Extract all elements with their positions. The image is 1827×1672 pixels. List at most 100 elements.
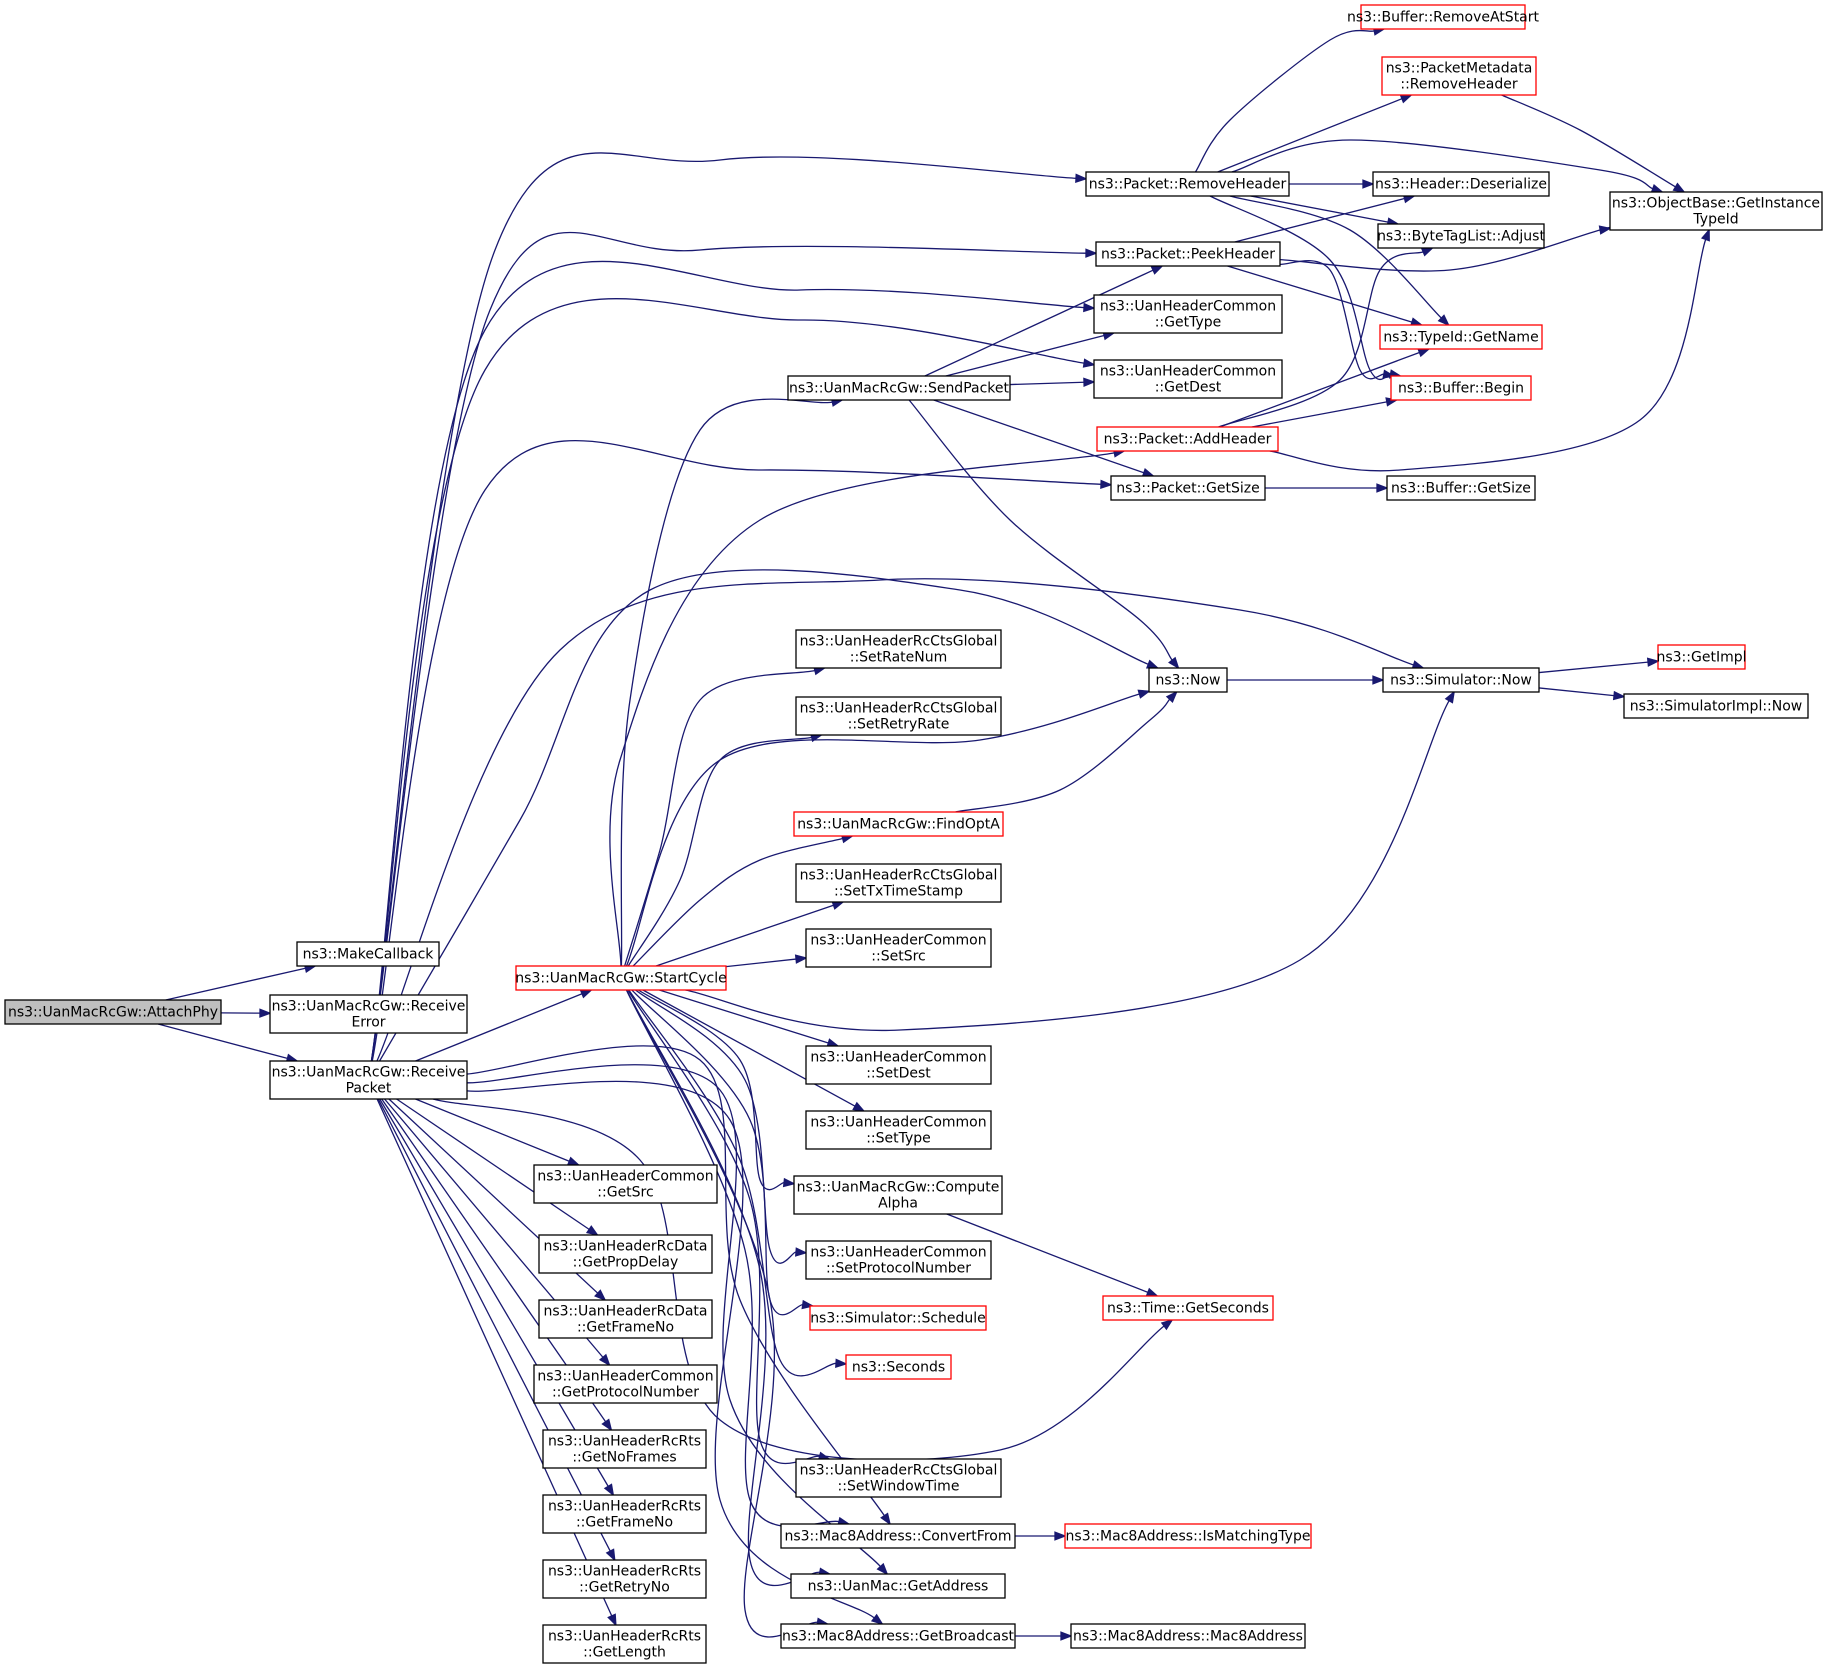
node-cts_settxtimestamp[interactable]: ns3::UanHeaderRcCtsGlobal::SetTxTimeStam… bbox=[795, 863, 1002, 903]
node-bytetaglist_adjust[interactable]: ns3::ByteTagList::Adjust bbox=[1377, 223, 1545, 249]
edge-packet_removeheader-to-buffer_removeatstart bbox=[1194, 26, 1386, 173]
node-box bbox=[1382, 667, 1540, 693]
edge-line bbox=[946, 1213, 1149, 1293]
edge-line bbox=[1009, 381, 1085, 386]
node-label-line: ns3::UanMacRcGw::Compute bbox=[797, 1180, 1000, 1196]
node-box bbox=[780, 1523, 1016, 1549]
node-typeid_getname[interactable]: ns3::TypeId::GetName bbox=[1379, 324, 1543, 350]
edge-receivepacket-to-hc_gettype bbox=[370, 260, 1096, 1062]
node-rts_getnoframes[interactable]: ns3::UanHeaderRcRts::GetNoFrames bbox=[542, 1429, 707, 1469]
node-box bbox=[515, 965, 727, 991]
edge-line bbox=[955, 698, 1171, 813]
node-packet_peekheader[interactable]: ns3::Packet::PeekHeader bbox=[1095, 241, 1281, 267]
node-label-line: ns3::UanHeaderRcCtsGlobal bbox=[800, 868, 998, 884]
edge-line bbox=[626, 989, 820, 1587]
edge-line bbox=[609, 452, 1115, 967]
arrowhead-icon bbox=[1160, 1318, 1174, 1331]
node-packet_removeheader[interactable]: ns3::Packet::RemoveHeader bbox=[1085, 171, 1290, 197]
node-rcdata_getframeno[interactable]: ns3::UanHeaderRcData::GetFrameNo bbox=[538, 1299, 713, 1339]
edge-line bbox=[627, 736, 812, 967]
node-hc_setsrc[interactable]: ns3::UanHeaderCommon::SetSrc bbox=[805, 928, 992, 968]
node-hc_getdest[interactable]: ns3::UanHeaderCommon::GetDest bbox=[1093, 359, 1283, 399]
node-label-line: ns3::UanHeaderRcRts bbox=[548, 1564, 701, 1580]
node-makecallback[interactable]: ns3::MakeCallback bbox=[296, 941, 440, 967]
edge-line bbox=[1209, 195, 1391, 381]
node-simulatorimpl_now[interactable]: ns3::SimulatorImpl::Now bbox=[1623, 693, 1809, 719]
edge-line bbox=[659, 989, 829, 1044]
node-rts_getlength[interactable]: ns3::UanHeaderRcRts::GetLength bbox=[542, 1624, 707, 1664]
node-label-line: ns3::UanHeaderCommon bbox=[1100, 299, 1276, 315]
node-layer: ns3::UanMacRcGw::AttachPhyns3::MakeCallb… bbox=[4, 4, 1823, 1664]
edge-now-to-simulator_now bbox=[1227, 675, 1385, 685]
node-uanmac_getaddress[interactable]: ns3::UanMac::GetAddress bbox=[790, 1573, 1006, 1599]
node-now[interactable]: ns3::Now bbox=[1148, 667, 1228, 693]
node-hc_settype[interactable]: ns3::UanHeaderCommon::SetType bbox=[805, 1110, 992, 1150]
node-buffer_removeatstart[interactable]: ns3::Buffer::RemoveAtStart bbox=[1347, 4, 1540, 30]
edge-startcycle-to-simulator_now bbox=[685, 690, 1456, 1032]
node-box bbox=[1379, 324, 1543, 350]
node-label-line: ::SetProtocolNumber bbox=[826, 1261, 971, 1277]
node-label-line: ns3::Now bbox=[1156, 673, 1221, 689]
node-label-line: ::SetTxTimeStamp bbox=[834, 884, 963, 900]
arrowhead-icon bbox=[880, 1512, 891, 1526]
node-label-line: ::GetRetryNo bbox=[579, 1580, 670, 1596]
node-box bbox=[1070, 1623, 1306, 1649]
edge-line bbox=[627, 989, 820, 1465]
node-box bbox=[1110, 475, 1266, 501]
node-hc_getsrc[interactable]: ns3::UanHeaderCommon::GetSrc bbox=[533, 1164, 718, 1204]
node-mac8_getbroadcast[interactable]: ns3::Mac8Address::GetBroadcast bbox=[780, 1623, 1016, 1649]
node-box bbox=[1623, 693, 1809, 719]
node-packet_addheader[interactable]: ns3::Packet::AddHeader bbox=[1096, 426, 1279, 452]
arrowhead-icon bbox=[1399, 94, 1413, 104]
node-cts_setwindowtime[interactable]: ns3::UanHeaderRcCtsGlobal::SetWindowTime bbox=[795, 1458, 1002, 1498]
arrowhead-icon bbox=[876, 1562, 889, 1576]
node-rts_getretryno[interactable]: ns3::UanHeaderRcRts::GetRetryNo bbox=[542, 1559, 707, 1599]
node-rts_getframeno[interactable]: ns3::UanHeaderRcRts::GetFrameNo bbox=[542, 1494, 707, 1534]
arrowhead-icon bbox=[1437, 314, 1450, 327]
node-mac8_mac8address[interactable]: ns3::Mac8Address::Mac8Address bbox=[1070, 1623, 1306, 1649]
node-hc_setdest[interactable]: ns3::UanHeaderCommon::SetDest bbox=[805, 1045, 992, 1085]
node-cts_setretryrate[interactable]: ns3::UanHeaderRcCtsGlobal::SetRetryRate bbox=[795, 696, 1002, 736]
node-getimpl[interactable]: ns3::GetImpl bbox=[1656, 644, 1747, 670]
node-sim_schedule[interactable]: ns3::Simulator::Schedule bbox=[809, 1305, 987, 1331]
edge-line bbox=[165, 967, 306, 1001]
node-header_deserialize[interactable]: ns3::Header::Deserialize bbox=[1372, 171, 1550, 197]
node-label-line: ns3::Buffer::GetSize bbox=[1391, 481, 1531, 497]
node-time_getseconds[interactable]: ns3::Time::GetSeconds bbox=[1102, 1295, 1274, 1321]
node-box bbox=[1609, 191, 1823, 231]
node-buffer_begin[interactable]: ns3::Buffer::Begin bbox=[1390, 375, 1532, 401]
node-label-line: ::GetLength bbox=[583, 1645, 666, 1661]
node-mac8_convertfrom[interactable]: ns3::Mac8Address::ConvertFrom bbox=[780, 1523, 1016, 1549]
arrowhead-icon bbox=[1145, 659, 1160, 669]
edge-sendpacket-to-now bbox=[908, 399, 1180, 670]
node-simulator_now[interactable]: ns3::Simulator::Now bbox=[1382, 667, 1540, 693]
node-hc_setprotocolnumber[interactable]: ns3::UanHeaderCommon::SetProtocolNumber bbox=[805, 1240, 992, 1280]
edge-startcycle-to-hc_settype bbox=[642, 989, 866, 1112]
node-box bbox=[809, 1305, 987, 1331]
node-box bbox=[542, 1494, 707, 1534]
edge-line bbox=[1269, 239, 1707, 472]
node-box bbox=[795, 1458, 1002, 1498]
node-seconds[interactable]: ns3::Seconds bbox=[845, 1354, 952, 1380]
node-rcdata_getpropdelay[interactable]: ns3::UanHeaderRcData::GetPropDelay bbox=[538, 1234, 713, 1274]
node-box bbox=[795, 863, 1002, 903]
node-findopta[interactable]: ns3::UanMacRcGw::FindOptA bbox=[793, 811, 1004, 837]
node-mac8_ismatchingtype[interactable]: ns3::Mac8Address::IsMatchingType bbox=[1064, 1523, 1312, 1549]
node-label-line: ::RemoveHeader bbox=[1400, 77, 1517, 93]
node-label-line: ns3::SimulatorImpl::Now bbox=[1630, 699, 1803, 715]
node-buffer_getsize[interactable]: ns3::Buffer::GetSize bbox=[1386, 475, 1536, 501]
node-hc_gettype[interactable]: ns3::UanHeaderCommon::GetType bbox=[1093, 294, 1283, 334]
node-pm_removeheader[interactable]: ns3::PacketMetadata::RemoveHeader bbox=[1381, 56, 1537, 96]
arrowhead-icon bbox=[1145, 1287, 1159, 1297]
node-sendpacket[interactable]: ns3::UanMacRcGw::SendPacket bbox=[787, 375, 1011, 401]
node-hc_getprotocolnumber[interactable]: ns3::UanHeaderCommon::GetProtocolNumber bbox=[533, 1364, 718, 1404]
node-label-line: ns3::UanHeaderRcCtsGlobal bbox=[800, 1463, 998, 1479]
node-startcycle[interactable]: ns3::UanMacRcGw::StartCycle bbox=[515, 965, 727, 991]
node-cts_setratenum[interactable]: ns3::UanHeaderRcCtsGlobal::SetRateNum bbox=[795, 629, 1002, 669]
node-packet_getsize[interactable]: ns3::Packet::GetSize bbox=[1110, 475, 1266, 501]
arrowhead-icon bbox=[601, 1418, 613, 1432]
